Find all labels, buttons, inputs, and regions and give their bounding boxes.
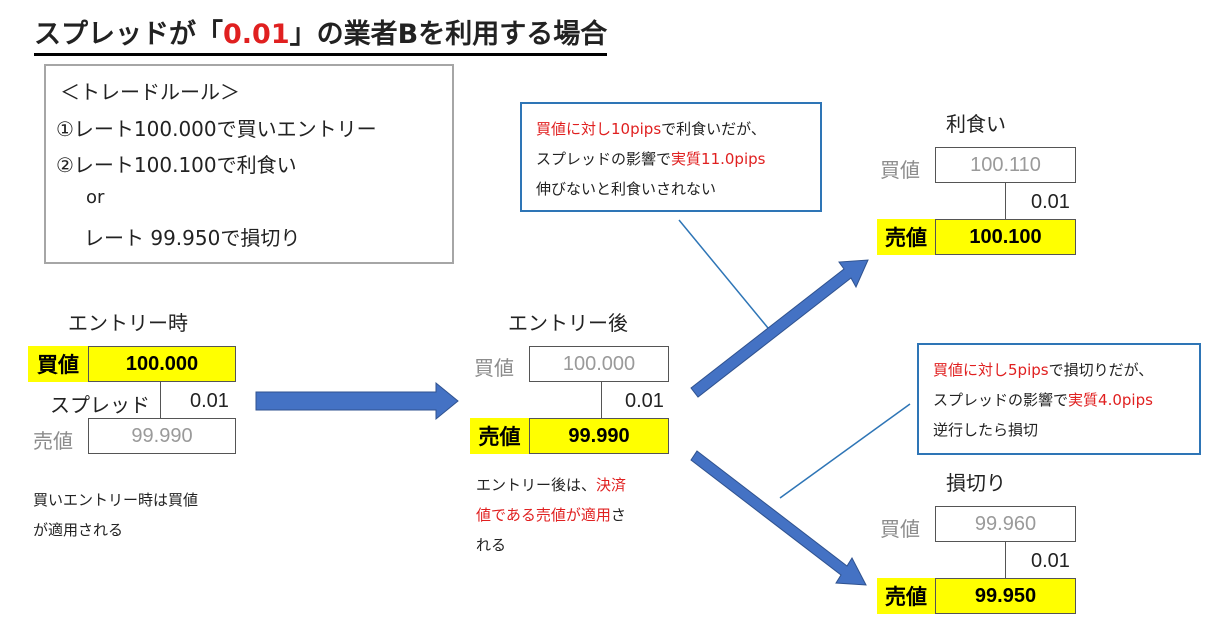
rule-heading: ＜トレードルール＞ [60, 80, 240, 104]
after-spread-line [601, 382, 602, 418]
callout-loss-l1-red: 買値に対し [933, 361, 1009, 379]
callout-loss-l3: 逆行したら損切 [933, 421, 1039, 439]
entry-sell-label: 売値 [33, 429, 73, 453]
profit-buy-value: 100.110 [935, 147, 1076, 183]
entry-spread-line [160, 382, 161, 418]
after-sell-label: 売値 [470, 418, 529, 454]
entry-buy-value: 100.000 [88, 346, 236, 382]
profit-sell-label: 売値 [877, 219, 935, 255]
loss-buy-label: 買値 [880, 517, 920, 541]
entry-note: 買いエントリー時は買値 が適用される [33, 485, 198, 545]
callout-loss-l1-num: 5pips [1008, 361, 1049, 379]
callout-profit-l1-num: 10pips [611, 120, 662, 138]
page-title: スプレッドが「0.01」の業者Bを利用する場合 [34, 18, 608, 56]
after-note-d: さ [610, 506, 626, 524]
entry-heading: エントリー時 [68, 311, 188, 335]
after-heading: エントリー後 [508, 311, 628, 335]
callout-loss-l2-red: 実質 [1068, 391, 1099, 409]
profit-spread-value: 0.01 [1031, 191, 1070, 213]
entry-note-line-2: が適用される [33, 521, 124, 539]
profit-buy-label: 買値 [880, 158, 920, 182]
trade-rule-box: ＜トレードルール＞ ①レート100.000で買いエントリー ②レート100.10… [44, 64, 454, 264]
callout-profit-l2-head: スプレッドの影響で [536, 150, 672, 168]
loss-sell-label: 売値 [877, 578, 935, 614]
arrow-up-right [690, 259, 869, 398]
after-spread-value: 0.01 [625, 390, 664, 412]
callout-profit-l2-red: 実質 [671, 150, 702, 168]
after-note-b: 決済 [596, 476, 627, 494]
loss-spread-line [1005, 542, 1006, 578]
after-buy-value: 100.000 [529, 346, 669, 382]
entry-sell-value: 99.990 [88, 418, 236, 454]
after-buy-label: 買値 [474, 356, 514, 380]
entry-spread-value: 0.01 [190, 390, 229, 412]
callout-loss-l2-num: 4.0pips [1098, 391, 1153, 409]
loss-heading: 損切り [946, 471, 1006, 495]
callout-profit-l2-num: 11.0pips [701, 150, 766, 168]
callout-profit-l3: 伸びないと利食いされない [536, 180, 717, 198]
callout-profit-l1-tail: で利食いだが、 [661, 120, 766, 138]
loss-buy-value: 99.960 [935, 506, 1076, 542]
profit-heading: 利食い [946, 112, 1006, 136]
loss-spread-value: 0.01 [1031, 550, 1070, 572]
callout-profit-l1-red: 買値に対し [536, 120, 612, 138]
profit-sell-value: 100.100 [935, 219, 1076, 255]
callout-loss: 買値に対し5pipsで損切りだが、 スプレッドの影響で実質4.0pips 逆行し… [917, 343, 1201, 455]
after-sell-value: 99.990 [529, 418, 669, 454]
callout-loss-connector [779, 403, 911, 499]
rule-2: ②レート100.100で利食い [56, 153, 297, 177]
rule-1: ①レート100.000で買いエントリー [56, 117, 377, 141]
title-prefix: スプレッドが「 [34, 19, 223, 50]
entry-buy-label: 買値 [28, 346, 88, 382]
callout-loss-l2-head: スプレッドの影響で [933, 391, 1069, 409]
profit-spread-line [1005, 183, 1006, 219]
callout-profit-connector [678, 219, 769, 329]
title-spread-value: 0.01 [223, 19, 290, 50]
arrow-right [255, 381, 459, 421]
callout-loss-l1-tail: で損切りだが、 [1048, 361, 1154, 379]
rule-or: or [86, 187, 105, 208]
entry-note-line-1: 買いエントリー時は買値 [33, 491, 199, 509]
rule-3: レート 99.950で損切り [84, 226, 301, 250]
entry-spread-label: スプレッド [50, 393, 150, 417]
after-note-a: エントリー後は、 [476, 476, 597, 494]
arrow-down-right [690, 450, 867, 586]
loss-sell-value: 99.950 [935, 578, 1076, 614]
callout-profit: 買値に対し10pipsで利食いだが、 スプレッドの影響で実質11.0pips 伸… [520, 102, 822, 212]
title-suffix: 」の業者Bを利用する場合 [289, 19, 608, 50]
after-note: エントリー後は、決済 値である売値が適用さ れる [476, 470, 676, 560]
after-note-c: 値である売値が適用 [476, 506, 611, 524]
after-note-e: れる [476, 536, 507, 554]
